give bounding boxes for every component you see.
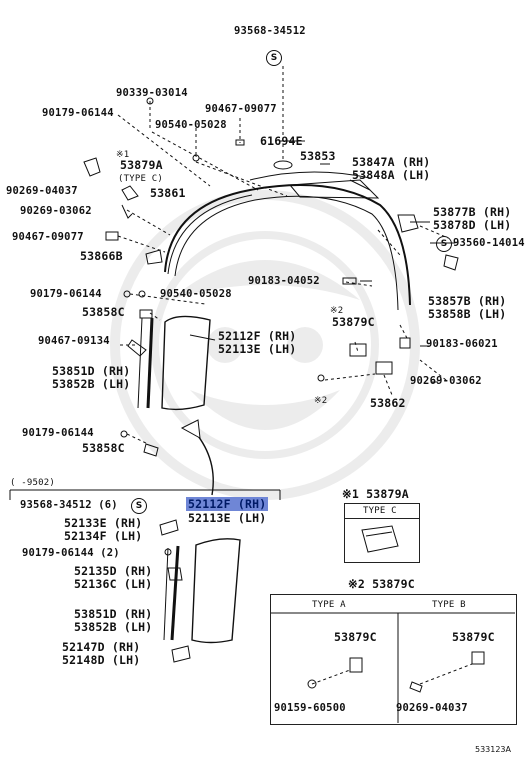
inset-title: ※1 53879A xyxy=(342,487,409,501)
part-label[interactable]: 90467-09077 xyxy=(12,231,84,243)
part-label-highlighted[interactable]: 52112F (RH) xyxy=(186,497,269,511)
part-label[interactable]: 53857B (RH) xyxy=(428,294,507,308)
part-label[interactable]: 90179-06144 (2) xyxy=(22,547,120,559)
part-label[interactable]: 52133E (RH) xyxy=(64,516,143,530)
part-label[interactable]: 90467-09134 xyxy=(38,335,110,347)
part-label[interactable]: 53851D (RH) xyxy=(74,607,153,621)
part-label[interactable]: 90183-04052 xyxy=(248,275,320,287)
part-label[interactable]: 53866B xyxy=(80,249,123,263)
inset-box-type-c: TYPE C xyxy=(344,503,420,563)
type-note: (TYPE C) xyxy=(118,174,163,184)
part-label[interactable]: 90179-06144 xyxy=(30,288,102,300)
diagram-code: 533123A xyxy=(474,745,511,754)
part-label[interactable]: 53848A (LH) xyxy=(352,168,431,182)
part-label[interactable]: 61694E xyxy=(260,134,303,148)
inset-header xyxy=(345,504,419,519)
part-label[interactable]: 93560-14014 xyxy=(453,237,525,249)
part-label[interactable]: 53879C xyxy=(452,630,495,644)
inset-title: ※2 53879C xyxy=(348,577,415,591)
part-label[interactable]: 93568-34512 xyxy=(234,25,306,37)
part-label[interactable]: 90269-04037 xyxy=(6,185,78,197)
part-label[interactable]: 90179-06144 xyxy=(42,107,114,119)
part-label[interactable]: 90269-03062 xyxy=(20,205,92,217)
part-label[interactable]: 53847A (RH) xyxy=(352,155,431,169)
part-label[interactable]: 53852B (LH) xyxy=(52,377,131,391)
part-label[interactable]: 53862 xyxy=(370,396,406,410)
part-label[interactable]: 53879C xyxy=(334,630,377,644)
part-label[interactable]: 52135D (RH) xyxy=(74,564,153,578)
part-label[interactable]: 52113E (LH) xyxy=(218,342,297,356)
part-label[interactable]: 90159-60500 xyxy=(274,702,346,714)
part-label[interactable]: 52134F (LH) xyxy=(64,529,143,543)
part-label[interactable]: 52147D (RH) xyxy=(62,640,141,654)
part-label[interactable]: 52136C (LH) xyxy=(74,577,153,591)
part-label[interactable]: 53853 xyxy=(300,149,336,163)
note-mark: ※2 xyxy=(314,396,328,406)
inset-box-types xyxy=(270,594,517,725)
part-label[interactable]: 53858C xyxy=(82,305,125,319)
part-label[interactable]: 90540-05028 xyxy=(160,288,232,300)
part-label[interactable]: 52148D (LH) xyxy=(62,653,141,667)
watermark-emblem xyxy=(110,190,420,500)
part-label[interactable]: 53877B (RH) xyxy=(433,205,512,219)
part-label[interactable]: 90339-03014 xyxy=(116,87,188,99)
s-symbol-bottom: S xyxy=(131,498,147,514)
part-label[interactable]: 90179-06144 xyxy=(22,427,94,439)
note-mark: ※1 xyxy=(116,150,130,160)
part-label[interactable]: 90183-06021 xyxy=(426,338,498,350)
part-label[interactable]: 90269-04037 xyxy=(396,702,468,714)
part-label[interactable]: 53858B (LH) xyxy=(428,307,507,321)
date-range: ( -9502) xyxy=(10,478,55,488)
s-symbol-top: S xyxy=(266,50,282,66)
part-label[interactable]: 53879C xyxy=(332,315,375,329)
part-label[interactable]: 53879A xyxy=(120,158,163,172)
part-label[interactable]: 53858C xyxy=(82,441,125,455)
part-label[interactable]: 53852B (LH) xyxy=(74,620,153,634)
part-label[interactable]: 52113E (LH) xyxy=(188,511,267,525)
part-label[interactable]: 52112F (RH) xyxy=(218,329,297,343)
part-label[interactable]: 53878D (LH) xyxy=(433,218,512,232)
note-mark: ※2 xyxy=(330,306,344,316)
part-label[interactable]: 90540-05028 xyxy=(155,119,227,131)
s-symbol-right: S xyxy=(436,236,452,252)
part-label[interactable]: 90269-03062 xyxy=(410,375,482,387)
part-label[interactable]: 90467-09077 xyxy=(205,103,277,115)
type-b-header: TYPE B xyxy=(432,600,466,610)
part-label[interactable]: 53851D (RH) xyxy=(52,364,131,378)
part-label[interactable]: 93568-34512 (6) xyxy=(20,499,118,511)
type-a-header: TYPE A xyxy=(312,600,346,610)
part-label[interactable]: 53861 xyxy=(150,186,186,200)
type-header: TYPE C xyxy=(363,506,397,516)
